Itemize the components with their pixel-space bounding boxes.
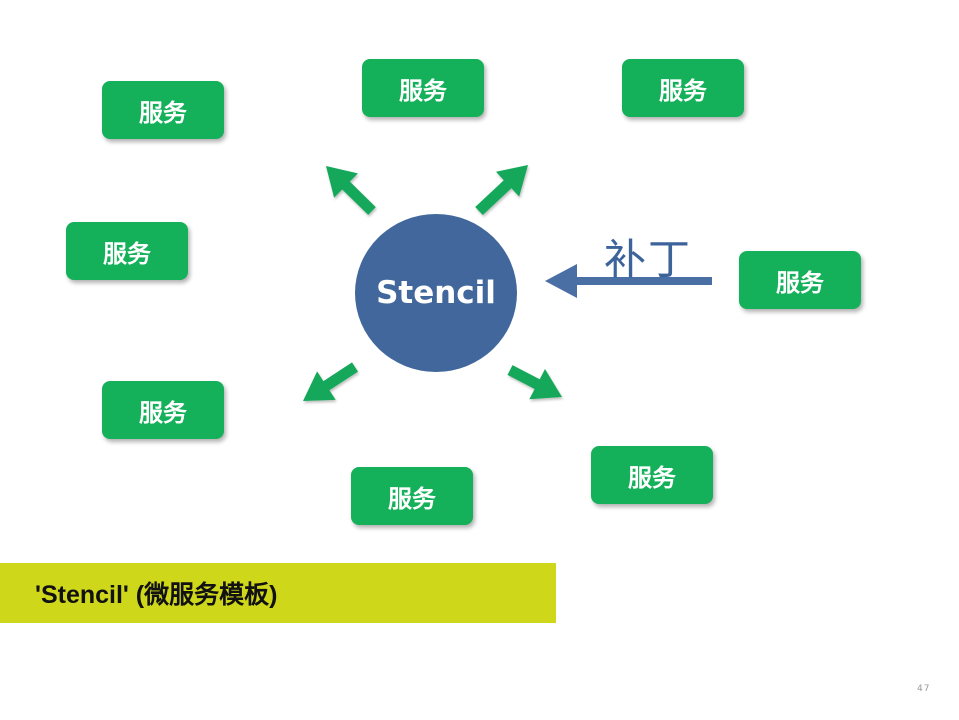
arrow-up-left (326, 166, 376, 215)
arrow-up-right (475, 165, 528, 215)
service-box-6: 服务 (102, 381, 224, 439)
service-box-2: 服务 (362, 59, 484, 117)
service-box-7: 服务 (351, 467, 473, 525)
service-box-1: 服务 (102, 81, 224, 139)
page-number: 47 (917, 684, 931, 694)
service-box-3: 服务 (622, 59, 744, 117)
service-box-8: 服务 (591, 446, 713, 504)
patch-arrow-shaft (575, 277, 712, 285)
stencil-hub-label: Stencil (376, 275, 496, 311)
caption-text: 'Stencil' (微服务模板) (35, 581, 278, 609)
caption-bar: 'Stencil' (微服务模板) (0, 563, 556, 623)
patch-label: 补丁 (604, 235, 693, 284)
service-box-4: 服务 (66, 222, 188, 280)
arrow-down-left (303, 362, 358, 401)
arrow-down-right (507, 365, 562, 400)
service-box-5: 服务 (739, 251, 861, 309)
patch-arrow-head (545, 264, 577, 298)
stencil-hub: Stencil (355, 214, 517, 372)
